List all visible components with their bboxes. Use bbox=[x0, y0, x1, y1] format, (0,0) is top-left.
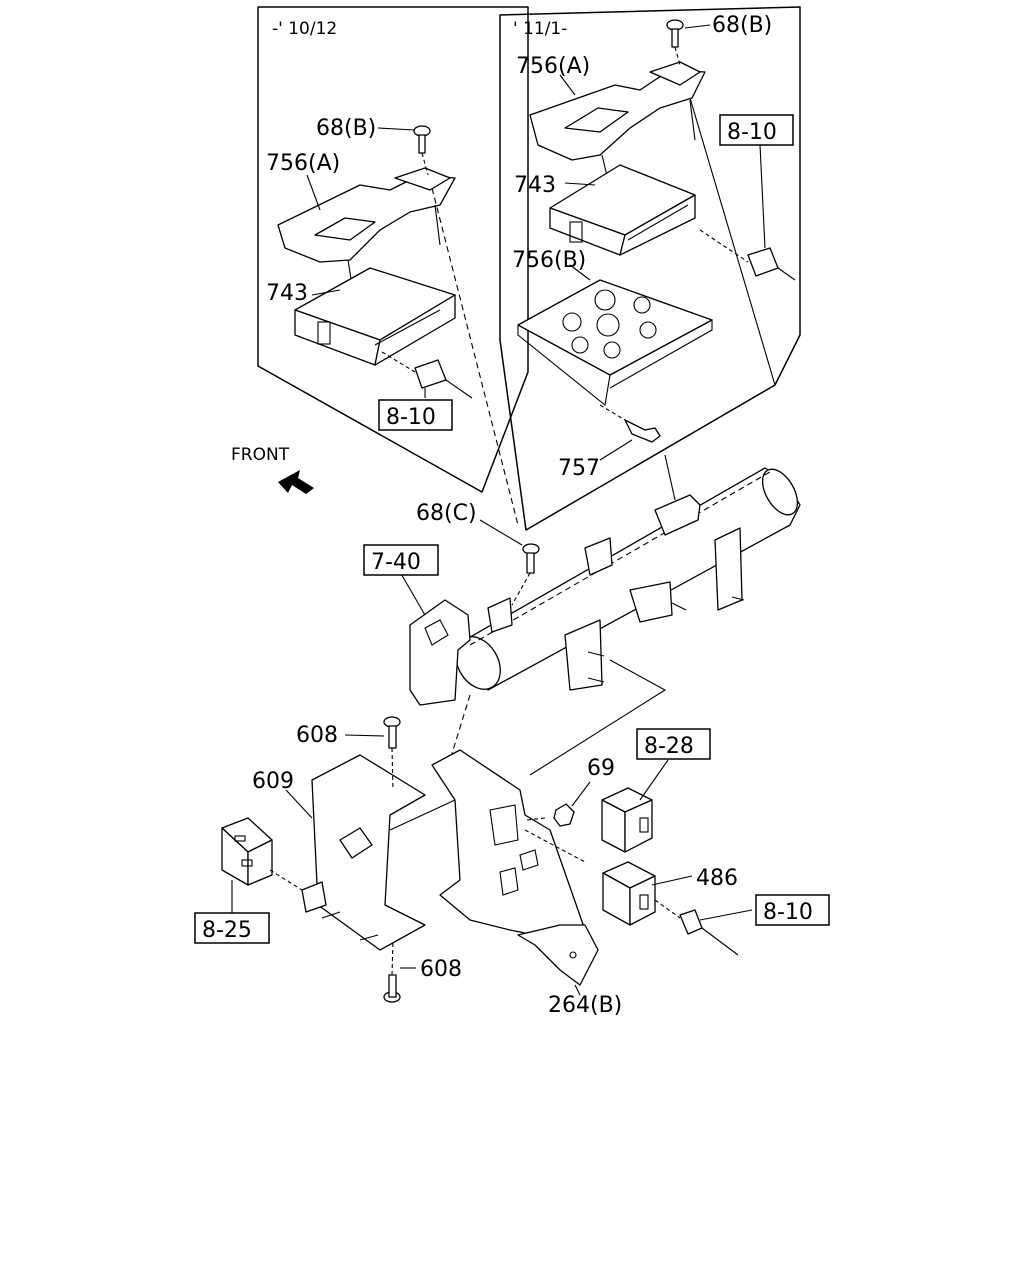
left-bracket-756a bbox=[277, 167, 456, 286]
pipe-mount-brackets bbox=[487, 494, 743, 691]
module-486 bbox=[602, 861, 656, 926]
end-bracket-7-40 bbox=[409, 599, 471, 706]
ref-8-10-bottom: 8-10 bbox=[763, 900, 813, 925]
right-bracket-756a bbox=[529, 61, 706, 181]
label-756a-left: 756(A) bbox=[266, 151, 340, 176]
label-743-right: 743 bbox=[514, 173, 556, 198]
cross-member-pipe bbox=[455, 467, 801, 691]
right-control-unit-743 bbox=[549, 164, 696, 256]
bolt-68c bbox=[511, 543, 540, 606]
relay-8-25 bbox=[221, 817, 273, 886]
studs-609 bbox=[321, 911, 379, 941]
bolt-608-bottom bbox=[383, 939, 401, 1003]
right-panel-date-range: ' 11/1- bbox=[513, 19, 567, 39]
ref-8-25: 8-25 bbox=[202, 918, 252, 943]
label-609: 609 bbox=[252, 769, 294, 794]
label-757: 757 bbox=[558, 456, 600, 481]
label-68b-right: 68(B) bbox=[712, 13, 772, 38]
label-486: 486 bbox=[696, 866, 738, 891]
label-69: 69 bbox=[587, 756, 615, 781]
bolt-608-top bbox=[383, 716, 401, 791]
ref-8-10-left: 8-10 bbox=[386, 405, 436, 430]
ref-7-40: 7-40 bbox=[371, 550, 421, 575]
right-bolt-68b bbox=[666, 19, 684, 66]
ref-box-8-10-bottom bbox=[755, 894, 830, 926]
label-756a-right: 756(A) bbox=[516, 54, 590, 79]
left-connector bbox=[381, 351, 473, 399]
label-756b-right: 756(B) bbox=[512, 248, 586, 273]
left-bolt-68b bbox=[413, 125, 431, 176]
ref-box-8-28 bbox=[636, 728, 711, 760]
bracket-264b bbox=[517, 924, 599, 986]
left-inset-panel bbox=[257, 6, 529, 493]
right-tray-756b bbox=[517, 279, 713, 407]
left-control-unit-743 bbox=[294, 267, 456, 366]
ref-box-8-25 bbox=[194, 912, 270, 944]
bracket-609 bbox=[301, 754, 426, 951]
label-264b: 264(B) bbox=[548, 993, 622, 1018]
label-68b-left: 68(B) bbox=[316, 116, 376, 141]
label-743-left: 743 bbox=[266, 281, 308, 306]
left-panel-date-range: -' 10/12 bbox=[272, 19, 337, 39]
right-connector bbox=[699, 229, 796, 281]
ref-box-7-40 bbox=[363, 544, 439, 576]
bolt-757 bbox=[599, 404, 661, 443]
nut-69 bbox=[526, 803, 575, 827]
label-68c: 68(C) bbox=[416, 501, 477, 526]
connector-bottom bbox=[654, 899, 739, 956]
ref-8-28: 8-28 bbox=[644, 734, 694, 759]
relay-8-28 bbox=[601, 787, 653, 853]
label-608-top: 608 bbox=[296, 723, 338, 748]
ref-box-8-10-right bbox=[719, 114, 794, 146]
ref-box-8-10-left bbox=[378, 399, 453, 431]
front-label: FRONT bbox=[231, 445, 290, 465]
label-608-bottom: 608 bbox=[420, 957, 462, 982]
front-arrow-icon bbox=[278, 470, 314, 494]
pipe-studs bbox=[587, 596, 745, 683]
center-mounting-bracket bbox=[431, 749, 586, 941]
ref-8-10-right: 8-10 bbox=[727, 120, 777, 145]
